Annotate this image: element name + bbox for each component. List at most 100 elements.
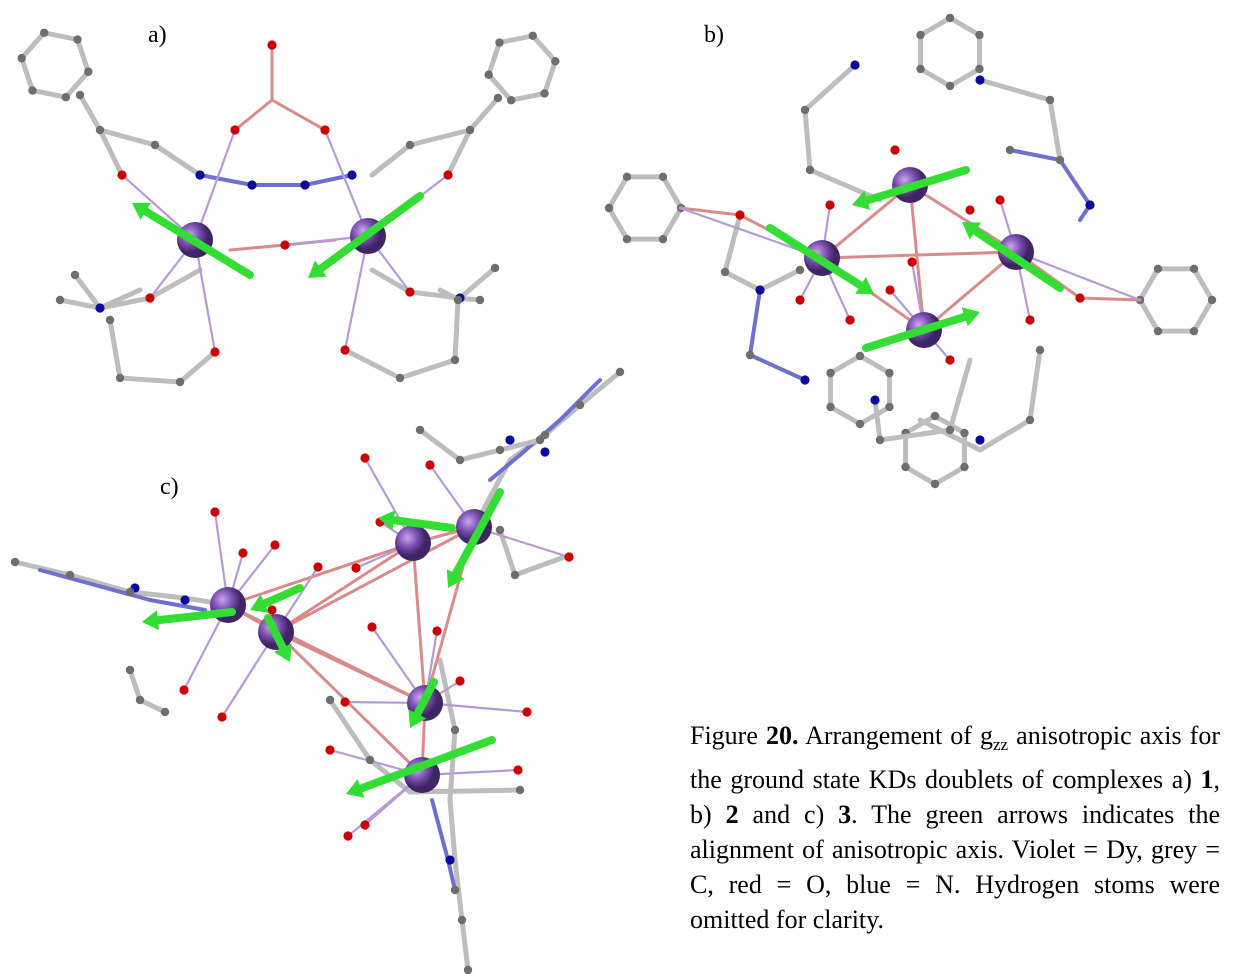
bond <box>452 297 461 363</box>
carbon-atom <box>510 570 520 580</box>
carbon-atom <box>658 172 668 182</box>
bond <box>228 243 287 252</box>
carbon-atom <box>493 93 503 103</box>
carbon-atom <box>960 462 969 472</box>
bond <box>802 62 858 113</box>
carbon-atom <box>540 89 549 98</box>
oxygen-atom <box>885 285 895 295</box>
carbon-atom <box>551 57 560 66</box>
bond <box>722 212 743 275</box>
anisotropy-arrow-shaft <box>766 224 865 290</box>
bond <box>97 287 143 311</box>
oxygen-atom <box>1025 315 1035 325</box>
carbon-atom <box>1005 145 1015 155</box>
bond <box>828 404 863 427</box>
caption-subscript: zz <box>993 735 1009 755</box>
carbon-atom <box>875 435 885 445</box>
carbon-atom <box>17 54 26 63</box>
bond <box>820 250 1018 260</box>
bond <box>177 349 218 385</box>
bond <box>397 357 458 381</box>
carbon-atom <box>453 295 463 305</box>
nitrogen-atom <box>1085 200 1095 210</box>
oxygen-atom <box>360 453 370 463</box>
nitrogen-atom <box>180 595 190 605</box>
bond <box>193 128 237 242</box>
carbon-atom <box>463 965 473 974</box>
bond <box>486 72 514 103</box>
carbon-atom <box>450 885 460 895</box>
bond <box>72 272 103 311</box>
anisotropy-arrow-shaft <box>357 736 496 793</box>
anisotropy-arrow-shaft <box>413 678 438 718</box>
caption-prefix: Figure <box>690 721 766 750</box>
carbon-atom <box>826 402 835 412</box>
bond <box>908 183 926 332</box>
bond <box>1027 347 1043 423</box>
oxygen-atom <box>340 697 350 707</box>
carbon-atom <box>135 695 145 705</box>
carbon-atom <box>495 525 505 535</box>
caption-complex-3: 3 <box>838 800 852 830</box>
bond <box>97 127 125 178</box>
bond <box>274 541 415 634</box>
carbon-atom <box>795 265 805 275</box>
carbon-atom <box>622 172 632 182</box>
bond <box>233 98 274 132</box>
oxygen-atom <box>965 205 975 215</box>
caption-text-5: . The green arrows indicates the alignme… <box>690 800 1220 935</box>
bond <box>19 30 47 61</box>
bond <box>63 69 91 100</box>
bond <box>12 559 73 578</box>
carbon-atom <box>506 96 516 105</box>
carbon-atom <box>945 81 955 91</box>
bond <box>437 287 458 301</box>
bond <box>41 30 81 43</box>
panel-a-label: a) <box>148 22 167 48</box>
bond <box>917 417 983 453</box>
oxygen-atom <box>845 315 855 325</box>
oxygen-atom <box>340 345 350 355</box>
carbon-atom <box>475 295 485 305</box>
panel-b-label: b) <box>704 22 724 48</box>
carbon-atom <box>615 367 625 377</box>
carbon-atom <box>450 355 460 365</box>
oxygen-atom <box>564 552 574 562</box>
carbon-atom <box>365 755 375 765</box>
bond <box>447 727 458 803</box>
bond <box>369 267 413 295</box>
bond <box>270 98 327 132</box>
oxygen-atom <box>343 831 353 841</box>
bond <box>57 297 103 311</box>
nitrogen-atom <box>975 435 985 445</box>
bond <box>1191 266 1215 303</box>
molecule-structure-a <box>17 28 560 387</box>
caption-complex-2: 2 <box>725 800 739 830</box>
carbon-atom <box>930 479 940 489</box>
carbon-atom <box>800 105 810 115</box>
bond <box>807 167 883 203</box>
bond <box>457 447 503 463</box>
anisotropy-arrow-shaft <box>451 488 504 578</box>
anisotropy-arrow-shaft <box>141 207 254 279</box>
carbon-atom <box>55 295 65 305</box>
bond <box>1008 148 1062 162</box>
panel-a: a) <box>0 0 620 400</box>
bond <box>343 234 370 352</box>
bond <box>757 267 803 293</box>
nitrogen-atom <box>300 180 310 190</box>
bond <box>457 265 498 301</box>
carbon-atom <box>484 70 493 79</box>
bond <box>488 453 522 482</box>
oxygen-atom <box>267 40 277 50</box>
carbon-atom <box>658 234 668 244</box>
carbon-atom <box>945 425 955 435</box>
oxygen-atom <box>1075 293 1085 303</box>
bond <box>678 206 742 217</box>
carbon-atom <box>1025 415 1035 425</box>
carbon-atom <box>575 400 585 410</box>
oxygen-atom <box>432 626 442 636</box>
carbon-atom <box>28 86 37 95</box>
bond <box>29 87 69 100</box>
oxygen-atom <box>210 347 220 357</box>
